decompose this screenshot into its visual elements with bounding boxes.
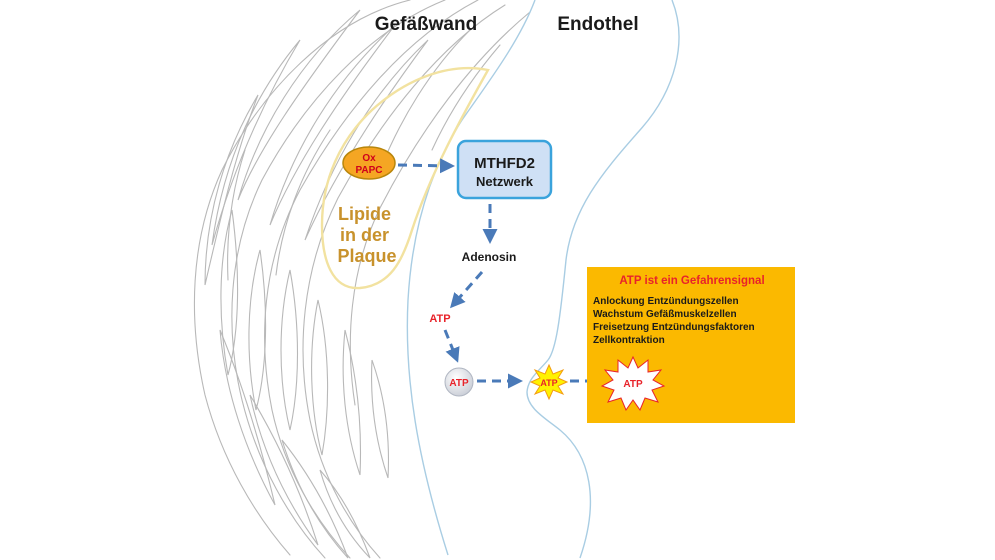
danger-box-item-4: Zellkontraktion — [593, 335, 665, 346]
plaque-label-line2: in der — [340, 225, 389, 245]
adenosin-label: Adenosin — [462, 250, 517, 264]
atp-vesicle-node: ATP — [444, 367, 474, 397]
atp-release-label: ATP — [623, 379, 643, 390]
oxpapc-node: Ox PAPC — [342, 146, 396, 180]
burst-star-icon — [529, 363, 569, 401]
burst-star-icon — [600, 355, 666, 412]
atp-membrane-node: ATP — [529, 363, 569, 401]
endothelium-outline — [406, 0, 680, 559]
vessel-wall-heading: Gefäßwand — [375, 14, 477, 35]
plaque-label: Lipide in der Plaque — [337, 204, 396, 266]
netzwerk-label: Netzwerk — [476, 174, 534, 189]
danger-box-item-3: Freisetzung Entzündungsfaktoren — [593, 322, 755, 333]
atp-free-label: ATP — [429, 313, 450, 325]
atp-release-node: ATP — [600, 355, 666, 412]
arrow-adenosin-to-atp — [450, 271, 484, 309]
arrow-oxpapc-to-mthfd2 — [397, 158, 455, 174]
endothelium-heading: Endothel — [557, 14, 638, 35]
oxpapc-label-line2: PAPC — [355, 165, 382, 176]
plaque-label-line3: Plaque — [337, 246, 396, 266]
danger-signal-box: ATP ist ein Gefahrensignal Anlockung Ent… — [587, 267, 795, 423]
atp-vesicle-label: ATP — [449, 378, 469, 389]
danger-box-title: ATP ist ein Gefahrensignal — [619, 275, 764, 287]
plaque-label-line1: Lipide — [338, 204, 391, 224]
arrow-atp-to-circle — [443, 329, 460, 363]
mthfd2-network-node: MTHFD2 Netzwerk — [456, 139, 553, 200]
mthfd2-label: MTHFD2 — [474, 155, 535, 172]
danger-box-item-1: Anlockung Entzündungszellen — [593, 296, 739, 307]
oxpapc-label-line1: Ox — [362, 153, 376, 164]
atp-membrane-label: ATP — [540, 378, 557, 388]
lipid-plaque-region — [320, 66, 490, 290]
danger-box-item-2: Wachstum Gefäßmuskelzellen — [593, 309, 737, 320]
